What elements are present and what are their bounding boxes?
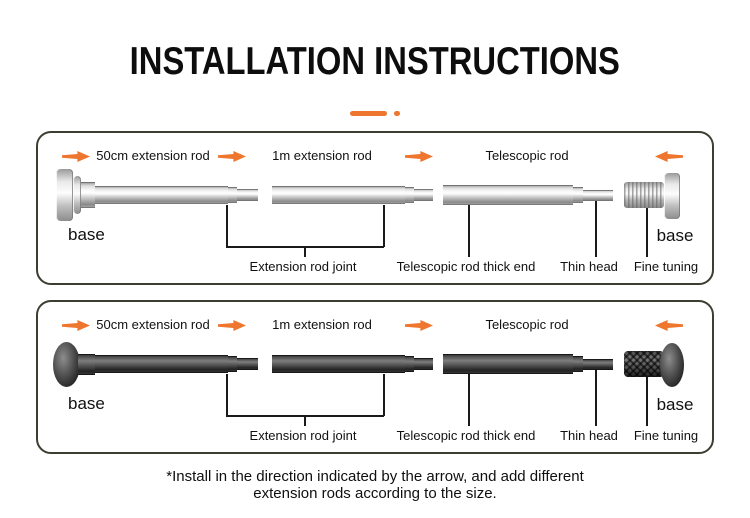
label-extension-rod-joint: Extension rod joint (249, 428, 357, 443)
label-1m-extension-rod: 1m extension rod (272, 317, 372, 332)
joint-pin (414, 358, 433, 370)
thin-head-rod (583, 359, 613, 370)
accent-dash (350, 111, 387, 116)
arrow-right-icon (62, 320, 90, 331)
label-telescopic-rod-thick-end: Telescopic rod thick end (396, 259, 536, 274)
joint-collar (405, 356, 414, 372)
leader-line (646, 377, 648, 426)
rod-segment-1m (272, 186, 405, 204)
panel-silver-rod: 50cm extension rod 1m extension rod Tele… (36, 131, 714, 285)
label-telescopic-rod-thick-end: Telescopic rod thick end (396, 428, 536, 443)
leader-line (304, 415, 306, 426)
label-thin-head: Thin head (560, 428, 618, 443)
arrow-left-icon (655, 319, 683, 332)
fine-tuning-knurl (624, 182, 664, 208)
footnote: *Install in the direction indicated by t… (0, 468, 750, 503)
leader-line (595, 201, 597, 257)
arrow-right-icon (62, 151, 90, 162)
base-label-right: base (656, 226, 694, 245)
rod-segment-50cm (95, 186, 228, 204)
arrow-right-icon (405, 320, 433, 331)
rod-segment-50cm (95, 355, 228, 373)
label-1m-extension-rod: 1m extension rod (272, 148, 372, 163)
page-title: INSTALLATION INSTRUCTIONS (129, 40, 621, 83)
telescopic-thick-tube (443, 185, 573, 205)
label-telescopic-rod: Telescopic rod (485, 317, 569, 332)
base-ring-left (73, 176, 81, 214)
arrow-right-icon (218, 151, 246, 162)
joint-pin (237, 358, 258, 370)
label-fine-tuning: Fine tuning (633, 428, 699, 443)
arrow-right-icon (405, 151, 433, 162)
leader-line (226, 374, 228, 416)
joint-collar (228, 356, 237, 372)
leader-line (468, 205, 470, 257)
label-50cm-extension-rod: 50cm extension rod (96, 317, 210, 332)
leader-line (304, 246, 306, 257)
base-flange-right (664, 173, 680, 219)
label-fine-tuning: Fine tuning (633, 259, 699, 274)
arrow-right-icon (218, 320, 246, 331)
step-collar (573, 356, 583, 372)
base-stub-left (78, 354, 95, 375)
footnote-line-2: extension rods according to the size. (253, 485, 497, 503)
base-flange-right (660, 343, 684, 387)
fine-tuning-knurl (624, 351, 664, 377)
base-stub-left (81, 182, 95, 208)
page-title-wrap: INSTALLATION INSTRUCTIONS (0, 40, 750, 84)
label-50cm-extension-rod: 50cm extension rod (96, 148, 210, 163)
base-label-left: base (68, 394, 105, 413)
joint-pin (237, 189, 258, 201)
base-flange-left (56, 169, 73, 221)
joint-pin (414, 189, 433, 201)
leader-line (468, 374, 470, 426)
base-label-left: base (68, 225, 105, 244)
title-underline (350, 111, 400, 116)
leader-line (383, 205, 385, 247)
base-label-right: base (656, 395, 694, 414)
leader-line (595, 370, 597, 426)
joint-collar (228, 187, 237, 203)
leader-line (383, 374, 385, 416)
arrow-left-icon (655, 150, 683, 163)
telescopic-thick-tube (443, 354, 573, 374)
base-flange-left (53, 342, 80, 387)
step-collar (573, 187, 583, 203)
label-telescopic-rod: Telescopic rod (485, 148, 569, 163)
accent-dot (394, 111, 400, 116)
label-thin-head: Thin head (560, 259, 618, 274)
footnote-line-1: *Install in the direction indicated by t… (166, 468, 584, 485)
label-extension-rod-joint: Extension rod joint (249, 259, 357, 274)
panel-dark-rod: 50cm extension rod 1m extension rod Tele… (36, 300, 714, 454)
joint-collar (405, 187, 414, 203)
thin-head-rod (583, 190, 613, 201)
rod-segment-1m (272, 355, 405, 373)
leader-line (226, 205, 228, 247)
leader-line (646, 208, 648, 257)
